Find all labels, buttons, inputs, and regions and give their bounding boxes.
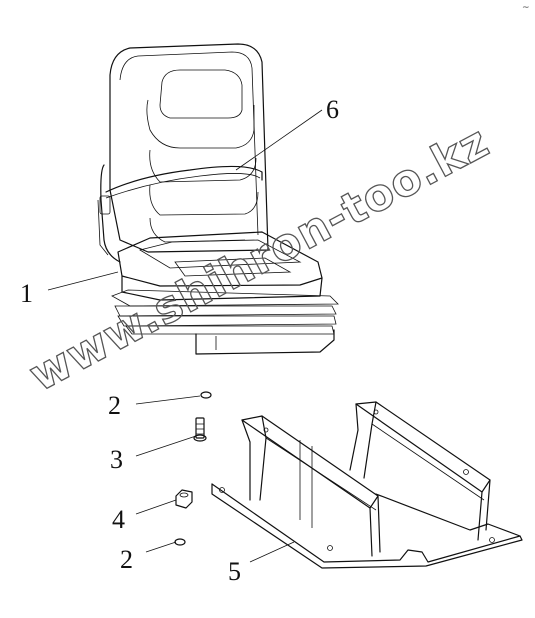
seat-strap-part-6 [105, 165, 263, 193]
seat-backrest [109, 43, 269, 253]
leader-line-2a [135, 395, 201, 405]
leader-line-2b [145, 541, 177, 553]
callout-2-top: 2 [108, 391, 121, 420]
callout-4: 4 [112, 505, 125, 534]
leader-line-1 [47, 271, 119, 291]
callout-2-bottom: 2 [120, 545, 133, 574]
leader-line-6 [235, 109, 323, 171]
leader-line-4 [135, 499, 177, 515]
bolt [193, 417, 207, 442]
callout-5: 5 [228, 557, 241, 586]
callout-6: 6 [326, 95, 339, 124]
washer-top [200, 391, 212, 399]
nut [175, 489, 193, 509]
seat-assembly [97, 43, 339, 355]
watermark: www.shihron-too.kz [21, 116, 497, 402]
corner-mark: ~ [522, 3, 530, 13]
mounting-bracket [211, 401, 523, 569]
callout-3: 3 [110, 445, 123, 474]
leader-line-3 [135, 435, 197, 457]
callout-1: 1 [20, 279, 33, 308]
leader-line-5 [249, 541, 295, 563]
washer-bottom [174, 538, 186, 546]
